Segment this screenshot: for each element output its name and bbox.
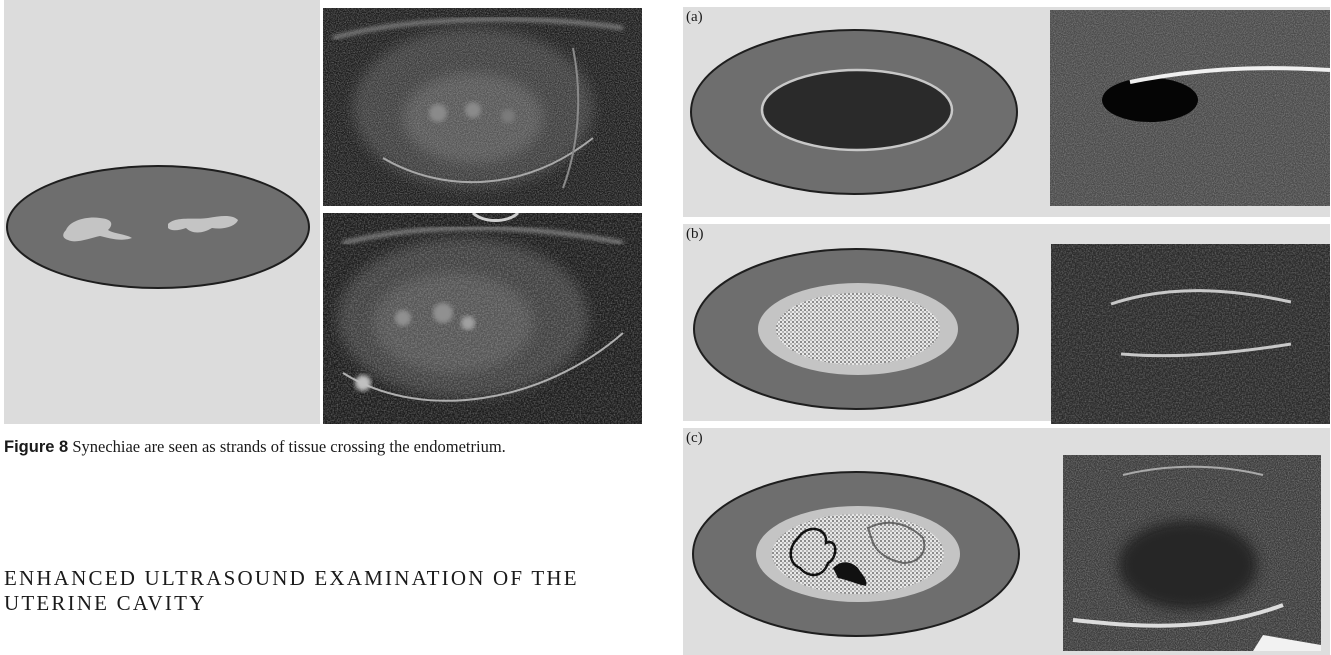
panel-c-diagram: [688, 468, 1020, 638]
cavity-figure: (a) (b): [683, 7, 1331, 655]
ultrasound-image-bottom: [323, 213, 642, 424]
section-heading: ENHANCED ULTRASOUND EXAMINATION OF THE U…: [4, 566, 604, 616]
echogenic-endometrium: [776, 293, 940, 365]
panel-c: (c): [683, 428, 1330, 655]
panel-a-ultrasound: [1050, 10, 1330, 206]
panel-b-label: (b): [686, 226, 704, 243]
figure-8-caption: Figure 8 Synechiae are seen as strands o…: [4, 436, 604, 458]
fluid-cavity: [762, 70, 952, 150]
panel-c-label: (c): [686, 430, 703, 447]
figure-8-caption-text: Synechiae are seen as strands of tissue …: [68, 437, 506, 456]
figure-8-diagram-panel: [4, 0, 320, 424]
figure-8: [4, 0, 642, 424]
panel-b: (b): [683, 224, 1330, 421]
uterus-synechiae-diagram: [4, 164, 314, 290]
panel-b-ultrasound: [1051, 244, 1330, 424]
panel-a-label: (a): [686, 9, 703, 26]
panel-a: (a): [683, 7, 1330, 217]
ultrasound-image-top: [323, 8, 642, 206]
panel-c-ultrasound: [1063, 455, 1321, 651]
figure-8-caption-label: Figure 8: [4, 438, 68, 456]
panel-b-diagram: [688, 245, 1020, 411]
panel-a-diagram: [688, 27, 1020, 197]
